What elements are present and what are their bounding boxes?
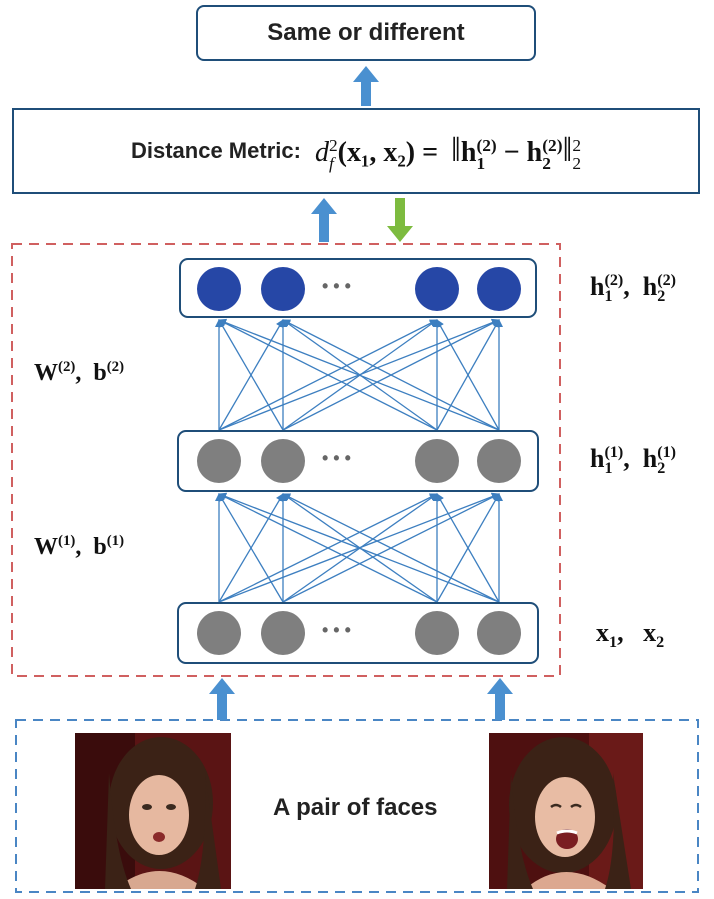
- output-box: Same or different: [196, 5, 536, 61]
- edge-hidden-to-top: [436, 319, 500, 431]
- face-image-right: [489, 733, 643, 889]
- arrow-face-right: [487, 678, 513, 720]
- arrow-to-output: [353, 66, 379, 106]
- flow-arrows: [209, 66, 513, 720]
- edge-input-to-hidden: [218, 492, 500, 603]
- edge-input-to-hidden: [436, 493, 500, 603]
- layer-box-top: [179, 258, 537, 318]
- input-label: A pair of faces: [273, 794, 438, 821]
- ellipsis-top: • • •: [322, 276, 351, 296]
- middle-layer-label: h(1)1, h(1)2: [590, 443, 677, 478]
- edge-input-to-hidden: [282, 493, 500, 603]
- output-label: Same or different: [267, 19, 465, 46]
- top-layer-label: h(2)1, h(2)2: [590, 271, 677, 306]
- edge-input-to-hidden: [218, 493, 438, 603]
- edge-hidden-to-top: [218, 318, 500, 431]
- edge-hidden-to-top: [218, 319, 284, 431]
- arrow-face-left: [209, 678, 235, 720]
- input-layer-label: x1, x2: [596, 618, 665, 652]
- edge-hidden-to-top: [218, 319, 438, 431]
- network-dashed-frame: [11, 243, 561, 677]
- ellipsis-bottom: • • •: [322, 620, 351, 640]
- metric-prefix: Distance Metric:: [130, 138, 301, 163]
- weights-label-lower: W(1), b(1): [34, 533, 125, 560]
- input-dashed-frame: [15, 719, 699, 893]
- connection-edges: [215, 318, 503, 603]
- layer-box-bottom: [177, 602, 539, 664]
- edge-input-to-hidden: [218, 493, 284, 603]
- weights-label-upper: W(2), b(2): [34, 359, 125, 386]
- ellipsis-middle: • • •: [322, 448, 351, 468]
- edge-hidden-to-top: [282, 319, 500, 431]
- face-image-left: [75, 733, 231, 889]
- layer-box-middle: [177, 430, 539, 492]
- arrow-backprop: [387, 198, 413, 242]
- arrow-to-metric: [311, 198, 337, 242]
